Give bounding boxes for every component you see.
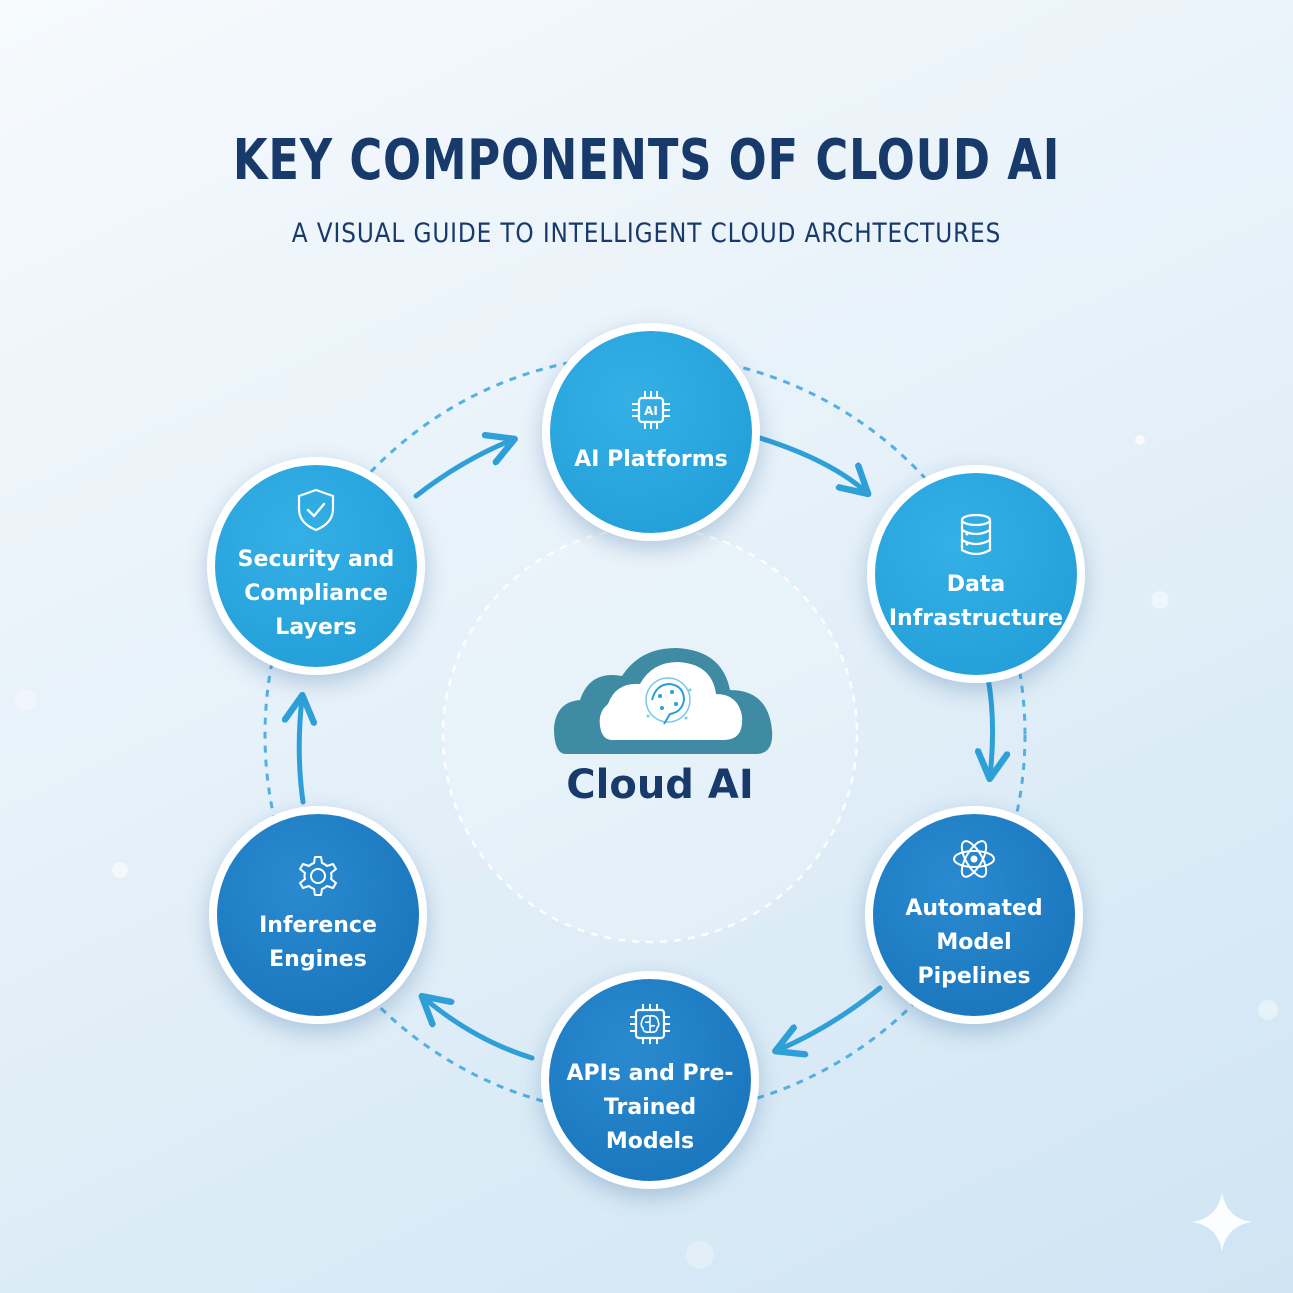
atom-icon	[953, 840, 995, 878]
page-subtitle: A VISUAL GUIDE TO INTELLIGENT CLOUD ARCH…	[291, 218, 1002, 249]
node-label: Data Infrastructure	[888, 572, 1064, 631]
arrow-data-to-pipelines	[988, 675, 993, 776]
arrow-platforms-to-data	[757, 435, 866, 492]
node-inference-engines: Inference Engines	[209, 806, 427, 1024]
svg-text:AI: AI	[644, 404, 658, 418]
page-title: KEY COMPONENTS OF CLOUD AI	[232, 128, 1061, 193]
arrow-apis-to-inference	[424, 998, 535, 1061]
sparkle-icon	[1192, 1192, 1252, 1252]
node-data-infrastructure: Data Infrastructure	[867, 465, 1085, 683]
arrow-pipelines-to-apis	[778, 985, 883, 1050]
node-ai-platforms: AI AI Platforms	[542, 323, 760, 541]
brain-chip-icon	[630, 1004, 670, 1044]
database-icon	[960, 513, 992, 556]
node-label: APIs and Pre-Trained Models	[566, 1061, 734, 1154]
node-automated-model-pipelines: Automated Model Pipelines	[865, 806, 1083, 1024]
cloud-brain-icon	[554, 648, 773, 754]
arrow-inference-to-security	[299, 698, 303, 805]
center-label: Cloud AI	[566, 762, 754, 808]
shield-check-icon	[297, 488, 335, 532]
node-apis-pretrained-models: APIs and Pre-Trained Models	[541, 971, 759, 1189]
ai-chip-icon: AI	[632, 391, 670, 429]
gear-icon	[299, 856, 337, 896]
node-security-compliance: Security and Compliance Layers	[207, 457, 425, 675]
node-label: Inference Engines	[259, 913, 377, 972]
node-label: Security and Compliance Layers	[237, 547, 395, 640]
node-label: Automated Model Pipelines	[905, 896, 1043, 989]
node-label: AI Platforms	[574, 447, 728, 472]
arrow-security-to-platforms	[413, 440, 512, 499]
outer-dashed-ring	[263, 353, 1027, 1117]
